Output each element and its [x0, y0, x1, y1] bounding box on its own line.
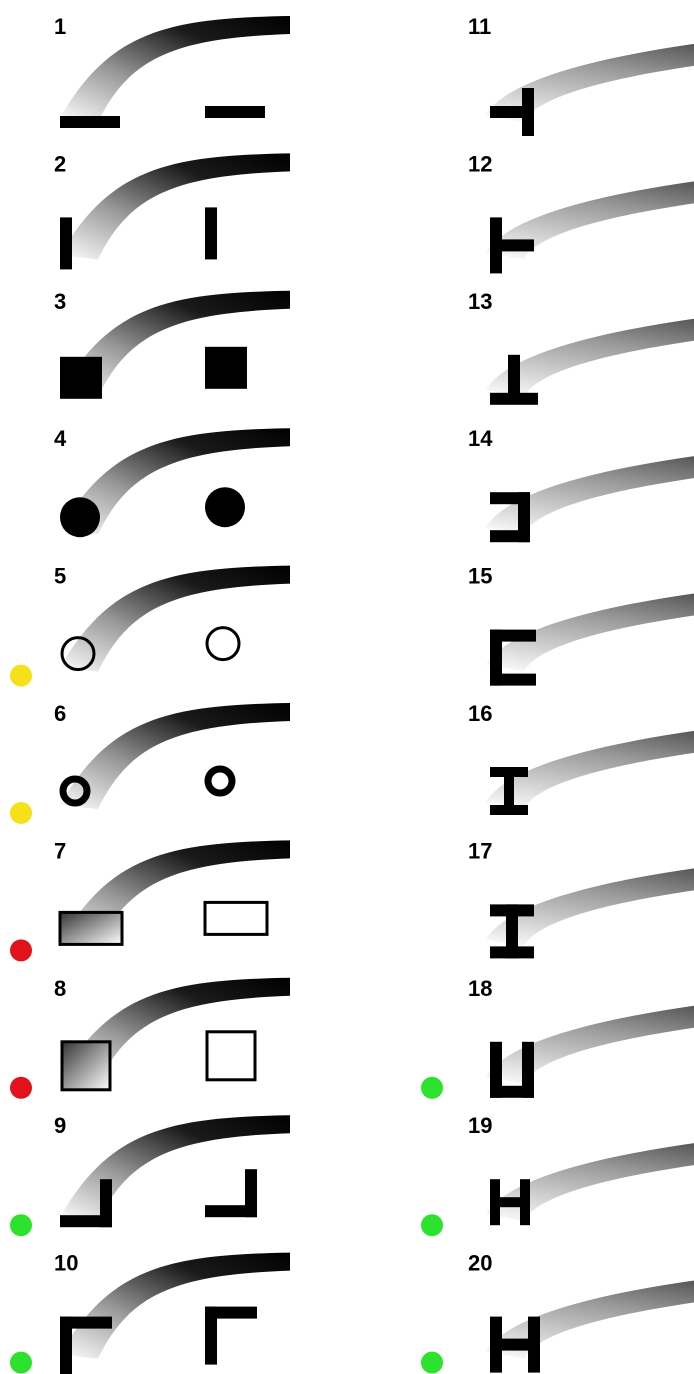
- panel-number: 15: [468, 564, 492, 589]
- panel-11: 11: [468, 14, 694, 136]
- status-dot: [10, 1214, 32, 1236]
- panel-number: 16: [468, 701, 492, 726]
- panel-8: 8: [10, 976, 290, 1099]
- standalone-shape: [207, 1032, 255, 1080]
- status-dot: [10, 665, 32, 687]
- panel-12: 12: [468, 151, 694, 273]
- panel-19: 19: [421, 1113, 694, 1236]
- panel-10: 10: [10, 1251, 290, 1374]
- panel-number: 4: [54, 426, 67, 451]
- trace-stroke: [486, 703, 694, 809]
- panel-number: 19: [468, 1113, 492, 1138]
- panel-number: 6: [54, 701, 66, 726]
- panel-18: 18: [421, 976, 694, 1099]
- panel-13: 13: [468, 289, 694, 405]
- panel-2: 2: [54, 151, 290, 269]
- status-dot: [421, 1214, 443, 1236]
- attached-shape: [60, 357, 102, 399]
- panel-3: 3: [54, 289, 290, 399]
- panel-number: 20: [468, 1251, 492, 1276]
- panel-4: 4: [54, 426, 290, 537]
- attached-shape: [490, 1317, 540, 1373]
- trace-stroke: [60, 703, 290, 809]
- panel-6: 6: [10, 701, 290, 824]
- status-dot: [10, 939, 32, 961]
- panel-number: 10: [54, 1251, 78, 1276]
- attached-shape: [60, 116, 120, 128]
- status-dot: [10, 802, 32, 824]
- panel-number: 14: [468, 426, 493, 451]
- panel-number: 1: [54, 14, 66, 39]
- standalone-shape: [205, 1307, 257, 1365]
- panel-number: 8: [54, 976, 66, 1001]
- trace-stroke: [60, 1253, 290, 1359]
- panel-7: 7: [10, 838, 290, 961]
- panel-number: 17: [468, 838, 492, 863]
- trace-stroke: [60, 153, 290, 259]
- panel-number: 2: [54, 151, 66, 176]
- panel-number: 13: [468, 289, 492, 314]
- panel-9: 9: [10, 1113, 290, 1236]
- attached-shape: [60, 497, 100, 537]
- trace-stroke: [486, 428, 694, 534]
- panel-1: 1: [54, 14, 290, 128]
- panel-20: 20: [421, 1251, 694, 1374]
- panel-number: 11: [468, 14, 491, 39]
- attached-shape: [62, 1042, 110, 1090]
- trace-stroke: [486, 566, 694, 672]
- standalone-shape: [208, 769, 232, 793]
- status-dot: [10, 1077, 32, 1099]
- panel-number: 7: [54, 838, 66, 863]
- panel-14: 14: [468, 426, 694, 542]
- panel-number: 9: [54, 1113, 66, 1138]
- status-dot: [10, 1352, 32, 1374]
- panel-17: 17: [468, 838, 694, 958]
- panel-number: 18: [468, 976, 492, 1001]
- panel-number: 3: [54, 289, 66, 314]
- attached-shape: [60, 912, 122, 944]
- panel-15: 15: [468, 564, 694, 686]
- attached-shape: [60, 217, 72, 269]
- panel-16: 16: [468, 701, 694, 815]
- standalone-shape: [205, 1169, 257, 1217]
- standalone-shape: [205, 902, 267, 934]
- standalone-shape: [205, 487, 245, 527]
- panel-5: 5: [10, 564, 290, 687]
- status-dot: [421, 1077, 443, 1099]
- panel-number: 12: [468, 151, 492, 176]
- trace-stroke: [486, 978, 694, 1084]
- panel-number: 5: [54, 564, 66, 589]
- standalone-shape: [205, 207, 217, 259]
- status-dot: [421, 1352, 443, 1374]
- standalone-shape: [205, 347, 247, 389]
- standalone-shape: [205, 106, 265, 118]
- standalone-shape: [207, 628, 239, 660]
